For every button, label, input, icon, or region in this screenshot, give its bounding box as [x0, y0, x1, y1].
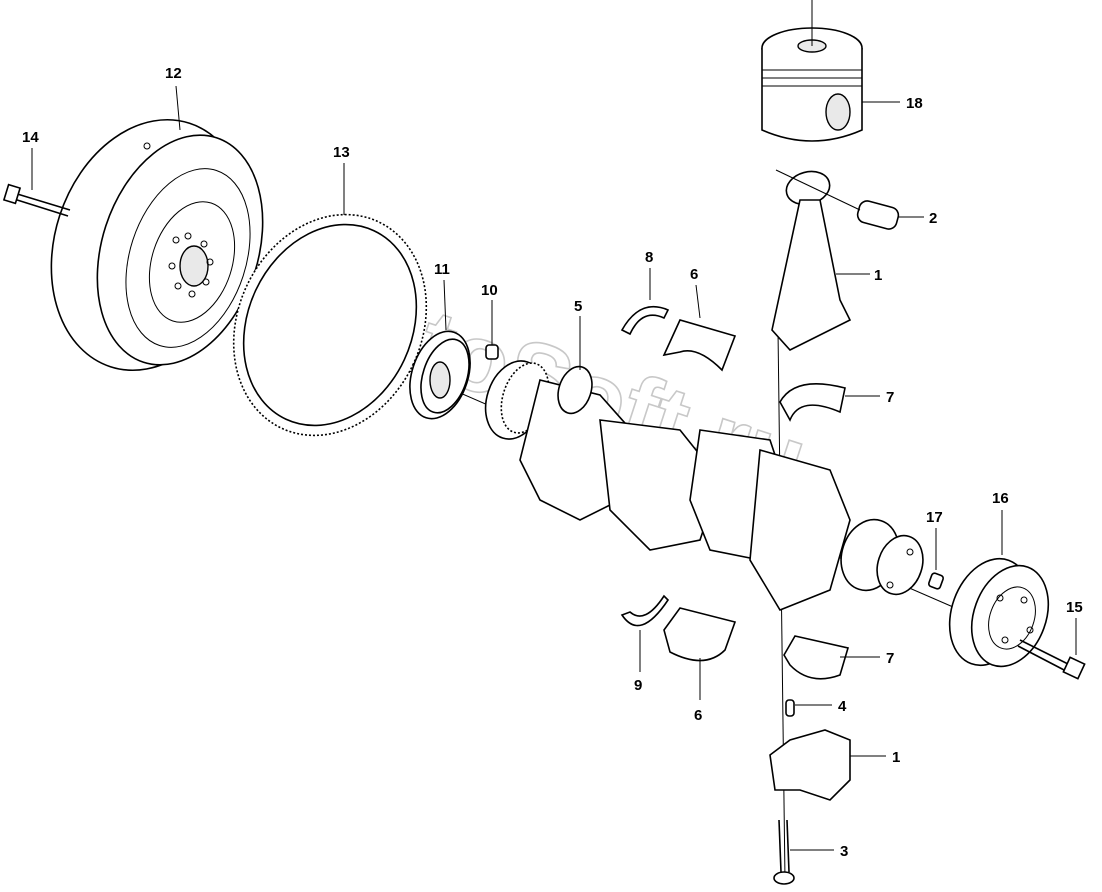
key-part-17	[928, 572, 944, 590]
dowel-part-10	[485, 344, 499, 360]
callout-6-upper: 6	[690, 266, 698, 283]
bearing-shell-part-6-lower	[663, 607, 737, 662]
thrust-washer-part-5	[557, 365, 593, 415]
callout-1-upper: 1	[874, 267, 882, 284]
seal-part-11	[409, 330, 471, 420]
half-washer-part-9	[620, 594, 670, 627]
callout-10: 10	[481, 282, 498, 299]
leader-lines	[31, 85, 1077, 851]
callout-2: 2	[929, 210, 937, 227]
callout-16: 16	[992, 490, 1009, 507]
bolt-part-15	[1017, 639, 1086, 680]
bearing-shell-part-6-upper	[662, 319, 737, 372]
connecting-rod-part-1	[771, 169, 861, 351]
piston-pin-part-2	[856, 200, 900, 230]
flywheel-part-12	[50, 118, 264, 372]
bolt-part-14	[2, 183, 71, 217]
piston-part-18	[761, 0, 863, 142]
callout-13: 13	[333, 144, 350, 161]
callout-15: 15	[1066, 599, 1083, 616]
callout-1-lower: 1	[892, 749, 900, 766]
callout-3: 3	[840, 843, 848, 860]
callout-11: 11	[434, 261, 450, 278]
half-washer-part-8	[620, 305, 670, 336]
callout-5: 5	[574, 298, 582, 315]
ring-gear-part-13	[232, 213, 428, 437]
conrod-cap-part-1	[769, 729, 851, 801]
callout-8: 8	[645, 249, 653, 266]
conrod-bolt-part-3	[773, 819, 795, 885]
callout-7-lower: 7	[886, 650, 894, 667]
callout-4: 4	[838, 698, 847, 715]
callout-7-upper: 7	[886, 389, 894, 406]
callout-12: 12	[165, 65, 182, 82]
callout-18: 18	[906, 95, 923, 112]
callout-14: 14	[22, 129, 39, 146]
callout-labels: 12 14 13 11 10 5 8 6 18 2 1 7 16 17 15 7…	[22, 65, 1083, 860]
pulley-part-16	[948, 557, 1050, 668]
callout-9: 9	[634, 677, 642, 694]
conrod-bearing-part-7-lower	[783, 635, 850, 680]
callout-6-lower: 6	[694, 707, 702, 724]
dowel-part-4	[785, 699, 795, 717]
crankshaft-body	[484, 360, 924, 611]
conrod-bearing-part-7-upper	[779, 382, 846, 422]
callout-17: 17	[926, 509, 943, 526]
